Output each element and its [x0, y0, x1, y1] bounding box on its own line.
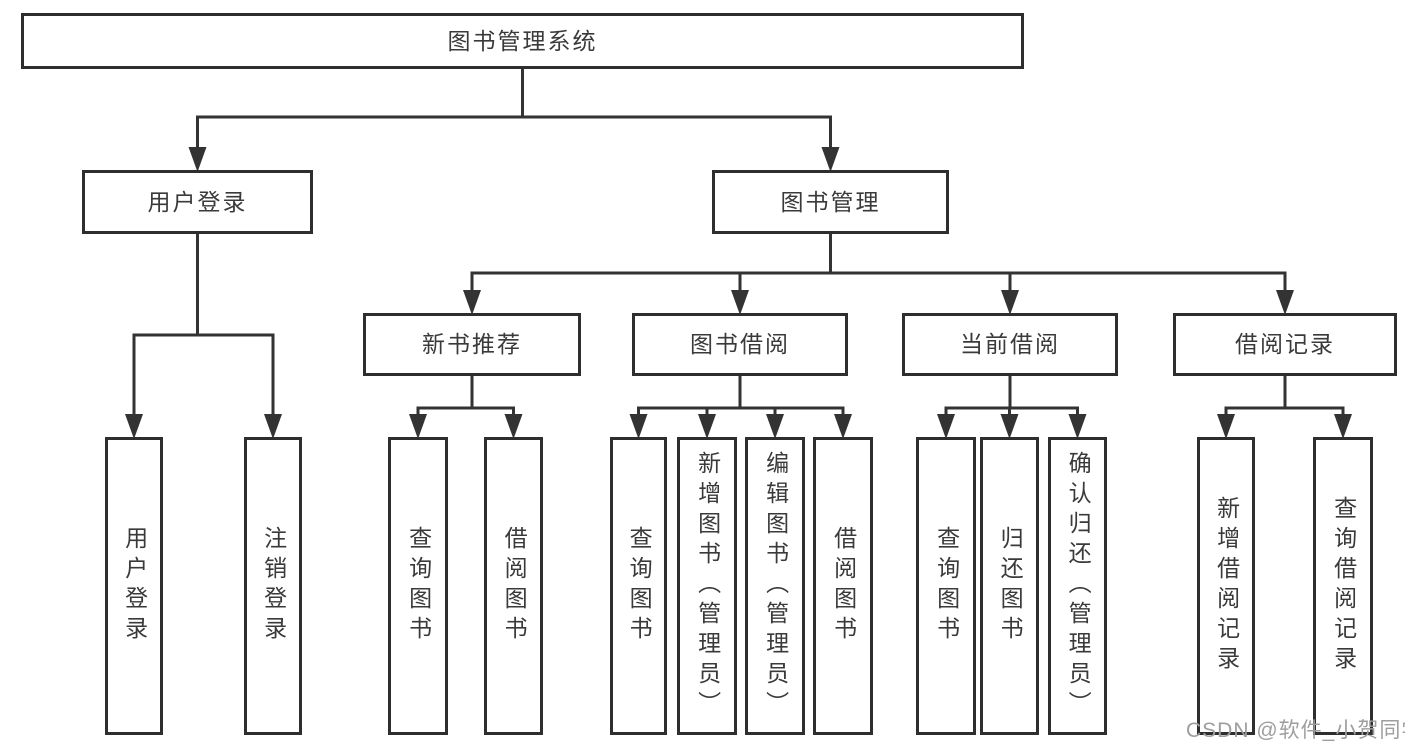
node-label: 归还图书 [997, 526, 1024, 646]
node-label: 新增借阅记录 [1213, 496, 1240, 676]
arrowhead-icon [264, 414, 282, 439]
node-label: 用户登录 [121, 526, 148, 646]
diagram-node-recd-query: 查询借阅记录 [1313, 437, 1373, 735]
diagram-node-logout-leaf: 注销登录 [244, 437, 302, 735]
arrowhead-icon [1001, 290, 1019, 315]
arrowhead-icon [504, 414, 523, 439]
node-label: 查询图书 [626, 526, 653, 646]
arrowhead-icon [629, 414, 648, 439]
diagram-node-book-mgmt: 图书管理 [712, 170, 949, 234]
diagram-node-bor-query: 查询图书 [610, 437, 667, 735]
arrowhead-icon [1000, 414, 1019, 439]
diagram-node-records: 借阅记录 [1173, 313, 1397, 376]
diagram-node-current: 当前借阅 [902, 313, 1118, 376]
watermark: CSDN @软件_小贺同学 [1186, 719, 1405, 742]
diagram-node-login-leaf: 用户登录 [105, 437, 163, 735]
diagram-node-recd-add: 新增借阅记录 [1197, 437, 1255, 735]
arrowhead-icon [731, 290, 749, 315]
diagram-node-rec-query: 查询图书 [388, 437, 448, 735]
diagram-node-borrow: 图书借阅 [632, 313, 848, 376]
node-label: 借阅图书 [501, 526, 528, 646]
diagram-node-rec-borrow: 借阅图书 [484, 437, 543, 735]
node-label: 借阅记录 [1235, 331, 1335, 357]
diagram-node-new-rec: 新书推荐 [363, 313, 581, 376]
diagram-node-user-login: 用户登录 [82, 170, 313, 234]
node-label: 确认归还（管理员） [1065, 451, 1092, 721]
arrowhead-icon [1068, 414, 1087, 439]
node-label: 新书推荐 [422, 331, 522, 357]
arrowhead-icon [188, 147, 207, 172]
arrowhead-icon [1334, 414, 1352, 439]
node-label: 图书管理 [780, 188, 881, 215]
node-label: 图书管理系统 [447, 27, 598, 54]
arrowhead-icon [1217, 414, 1235, 439]
node-label: 用户登录 [147, 188, 248, 215]
node-label: 查询借阅记录 [1330, 496, 1357, 676]
arrowhead-icon [125, 414, 143, 439]
node-label: 注销登录 [260, 526, 287, 646]
arrowhead-icon [834, 414, 852, 439]
diagram-node-root: 图书管理系统 [21, 13, 1024, 69]
arrowhead-icon [409, 414, 427, 439]
arrowhead-icon [463, 290, 481, 315]
node-label: 编辑图书（管理员） [762, 451, 789, 721]
node-label: 查询图书 [933, 526, 960, 646]
diagram-node-cur-return: 归还图书 [980, 437, 1039, 735]
arrowhead-icon [937, 414, 955, 439]
arrowhead-icon [698, 414, 716, 439]
node-label: 当前借阅 [960, 331, 1060, 357]
node-label: 新增图书（管理员） [694, 451, 721, 721]
diagram-node-bor-borrow: 借阅图书 [813, 437, 873, 735]
diagram-node-cur-query: 查询图书 [916, 437, 976, 735]
node-label: 借阅图书 [830, 526, 857, 646]
diagram-node-bor-add: 新增图书（管理员） [677, 437, 737, 735]
node-label: 查询图书 [405, 526, 432, 646]
diagram-node-bor-edit: 编辑图书（管理员） [745, 437, 805, 735]
diagram-node-cur-confirm: 确认归还（管理员） [1048, 437, 1107, 735]
arrowhead-icon [821, 147, 840, 172]
node-label: 图书借阅 [690, 331, 790, 357]
arrowhead-icon [1276, 290, 1294, 315]
arrowhead-icon [766, 414, 784, 439]
